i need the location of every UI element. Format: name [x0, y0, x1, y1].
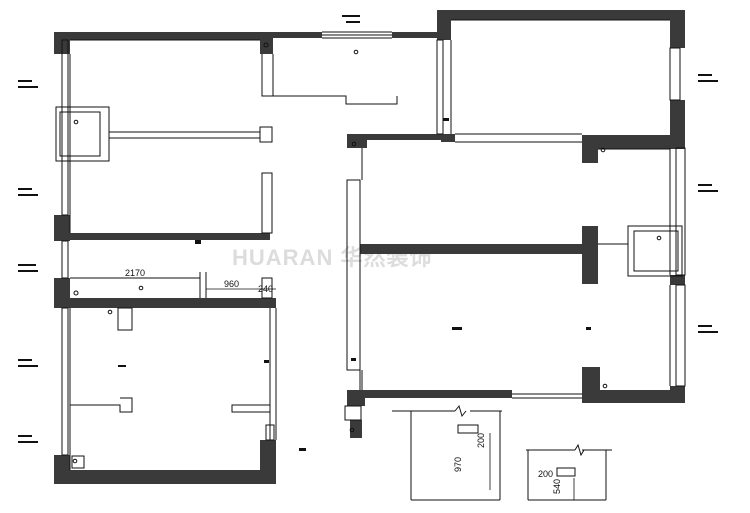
dimension-200-top: 200: [476, 433, 486, 448]
dimension-200-bottom: 200: [538, 469, 553, 479]
dimension-240: 240: [258, 284, 273, 294]
markers: [72, 42, 662, 464]
switch-marks: [118, 118, 591, 451]
dimension-lines: [70, 277, 575, 500]
dimension-540: 540: [552, 479, 562, 494]
small-labels: [18, 15, 718, 443]
dimension-970: 970: [453, 457, 463, 472]
walls: [54, 10, 685, 484]
dimension-960: 960: [224, 279, 239, 289]
dimension-2170: 2170: [125, 268, 145, 278]
